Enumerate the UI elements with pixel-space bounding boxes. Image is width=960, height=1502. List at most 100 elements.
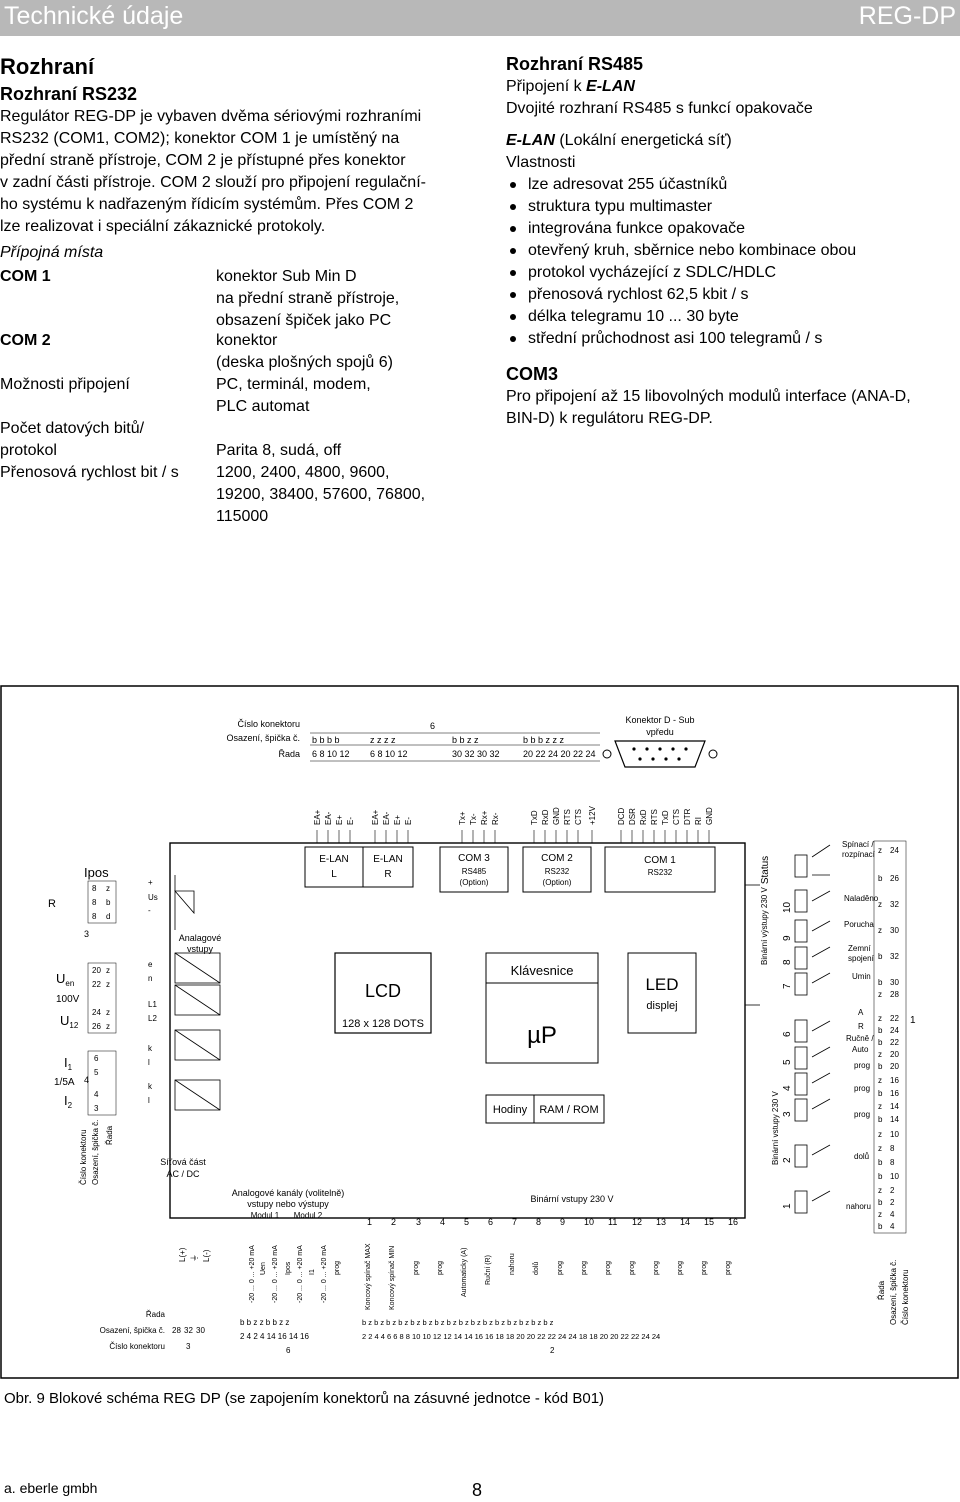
relay-coil xyxy=(794,1046,808,1070)
device-box xyxy=(169,842,746,1219)
uen-label: Uen xyxy=(56,971,74,988)
input-transformer xyxy=(174,1079,221,1111)
bottom-binary-labels: Koncový spínač MAX Koncový spínač MIN pr… xyxy=(362,1243,732,1355)
pin-cell: 20 xyxy=(890,1050,899,1059)
signal-label: DTR xyxy=(683,808,692,825)
relay-label: prog xyxy=(854,1061,870,1070)
block-label: (Option) xyxy=(460,878,489,887)
relay-coil xyxy=(794,1190,808,1214)
bottom-signal: prog xyxy=(629,1261,636,1275)
list-item: otevřený kruh, sběrnice nebo kombinace o… xyxy=(506,240,960,262)
binary-inputs-vertical: Binární vstupy 230 V xyxy=(771,1091,780,1165)
intro-line: Regulátor REG-DP je vybaven dvěma sériov… xyxy=(0,108,422,125)
analog-channels-label: Analogové kanály (volitelně) xyxy=(232,1188,345,1198)
pin-cell: z xyxy=(878,990,882,999)
footer-company: a. eberle gmbh xyxy=(4,1480,98,1496)
rs485-title: Rozhraní RS485 xyxy=(506,54,644,74)
bottom-signal: nahoru xyxy=(509,1253,516,1275)
vert-label: Řada xyxy=(877,1280,886,1300)
relay-num: 10 xyxy=(782,901,793,913)
section-title: Rozhraní xyxy=(0,54,95,79)
spec-key-bits: Počet datových bitů/ xyxy=(0,420,145,437)
signal-label: EA+ xyxy=(313,809,322,825)
top-connector-labels: Číslo konektoru Osazení, špička č. Řada … xyxy=(226,719,600,762)
transformer-diagonal xyxy=(174,1029,221,1061)
block-label: COM 2 xyxy=(541,853,573,864)
bottom-signal: -20 ... 0 ... +20 mA xyxy=(321,1245,328,1303)
signal-label: EA+ xyxy=(371,809,380,825)
lcd-block xyxy=(334,952,432,1034)
signal-label: TxD xyxy=(530,810,539,825)
relay-switch xyxy=(811,1020,831,1032)
us-cell: k xyxy=(148,1082,153,1091)
pin-cell: 8 xyxy=(890,1158,895,1167)
binary-input-numbers: 1 2 3 4 5 6 7 8 9 10 11 12 13 14 15 16 xyxy=(367,1217,738,1227)
relay-label: Porucha xyxy=(844,920,874,929)
i1-label: I1 xyxy=(64,1055,73,1072)
relay-coil xyxy=(794,1019,808,1043)
bottom-signal: L(-) xyxy=(202,1249,211,1262)
pin-cell: 20 xyxy=(92,966,101,975)
signal-label: Rx- xyxy=(491,812,500,825)
bottom-signal: Uen xyxy=(260,1262,267,1275)
signal-label: RTS xyxy=(563,809,572,825)
intro-line: ho systému k nadřazeným řídicím systémům… xyxy=(0,196,414,213)
binary-inputs-label: Binární vstupy 230 V xyxy=(530,1194,613,1204)
relay-num: 1 xyxy=(782,1203,793,1209)
left-measurement-labels: Ipos R Uen 100V U12 I1 1/5A I2 3 4 xyxy=(48,865,109,1110)
pin-cell: 4 xyxy=(890,1210,895,1219)
relay-switch xyxy=(811,1190,831,1202)
pin-cell: 24 xyxy=(92,1008,101,1017)
block-diagram-svg: Číslo konektoru Osazení, špička č. Řada … xyxy=(0,685,959,1379)
v100-label: 100V xyxy=(56,994,80,1005)
relay-num: 6 xyxy=(782,1031,793,1037)
pin-cell: b xyxy=(878,978,883,987)
signal-label: RxD xyxy=(541,809,550,825)
analog-inputs-label: vstupy xyxy=(187,944,214,954)
bottom-conn: 6 xyxy=(286,1346,291,1355)
spec-key-baud: Přenosová rychlost bit / s xyxy=(0,464,179,481)
bottom-signal: -20 ... 0 ... +20 mA xyxy=(297,1245,304,1303)
intro-line: lze realizovat i speciální zákaznické pr… xyxy=(0,218,326,235)
top-group-row: b b b b xyxy=(312,735,340,745)
subd-title: vpředu xyxy=(646,727,674,737)
pin-cell: d xyxy=(106,912,110,921)
signal-label: Rx+ xyxy=(480,810,489,825)
page-number: 8 xyxy=(472,1480,483,1500)
top-signal-labels: EA+ EA- E+ E- EA+ EA- E+ E- Tx+ Tx- Rx+ … xyxy=(313,805,714,825)
us-cell: Us xyxy=(148,893,158,902)
relay-label: dolů xyxy=(854,1152,869,1161)
status-label: Status xyxy=(760,856,771,884)
com3-title: COM3 xyxy=(506,364,559,384)
top-group-row: b b z z xyxy=(452,735,479,745)
block-label: COM 3 xyxy=(458,853,490,864)
bottom-signal: prog xyxy=(725,1261,732,1275)
list-item: střední průchodnost asi 100 telegramů / … xyxy=(506,328,960,350)
us-cell: e xyxy=(148,960,153,969)
a15-label: 1/5A xyxy=(54,1077,75,1088)
elan-l-block xyxy=(304,846,364,888)
spec-val-com2: konektor xyxy=(216,332,278,349)
bottom-signal: prog xyxy=(677,1261,684,1275)
relay-switch xyxy=(811,946,831,958)
list-item: lze adresovat 255 účastníků xyxy=(506,174,960,196)
relay-label: Auto xyxy=(852,1045,869,1054)
ipos-label: Ipos xyxy=(84,865,109,880)
block-label: RS485 xyxy=(462,867,487,876)
relay-num: 9 xyxy=(782,935,793,941)
signal-label: +12V xyxy=(588,805,597,825)
mains-label: AC / DC xyxy=(166,1169,200,1179)
pin-cell: 32 xyxy=(890,900,899,909)
pin-cell: b xyxy=(878,1062,883,1071)
relay-coil xyxy=(794,1098,808,1122)
pin-cell: 4 xyxy=(94,1090,99,1099)
rs232-title: Rozhraní RS232 xyxy=(0,84,138,104)
pin-cell: z xyxy=(878,846,882,855)
binary-num: 13 xyxy=(656,1217,666,1227)
mains-pin-column: + Us - e n L1 L2 k l k l xyxy=(148,878,158,1105)
sub-d-connector: Konektor D - Sub vpředu xyxy=(602,715,718,768)
bottom-row: b z b z b z b z b z b z b z b z b z b z … xyxy=(362,1318,554,1327)
pin-cell: z xyxy=(878,926,882,935)
binary-num: 9 xyxy=(560,1217,565,1227)
